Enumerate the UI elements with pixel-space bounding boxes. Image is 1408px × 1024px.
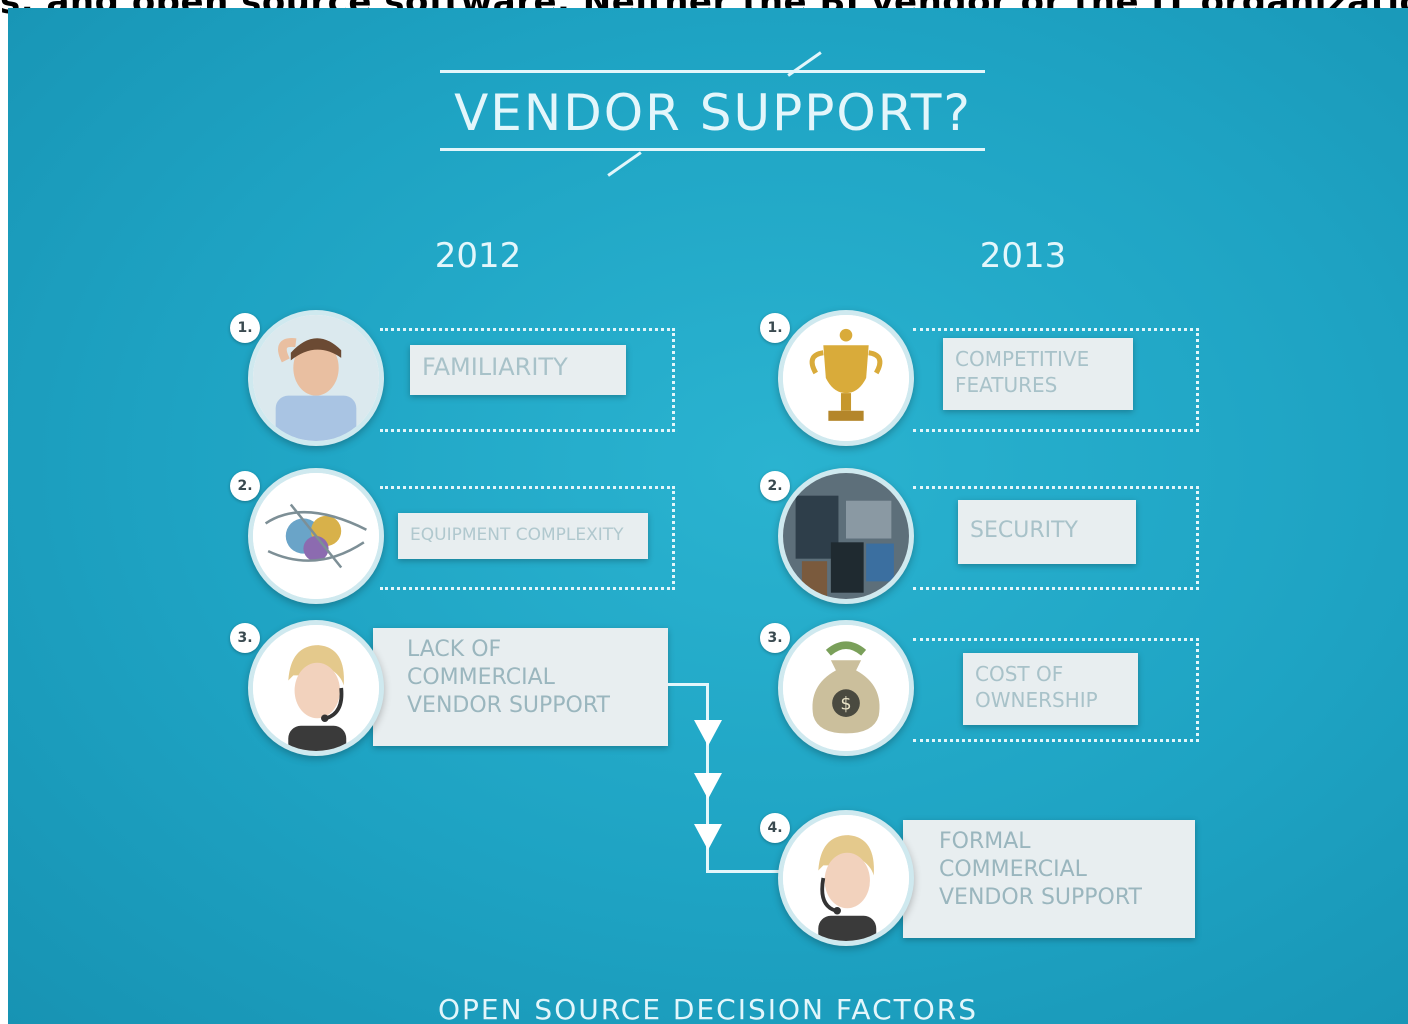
badge-2013-4: 4. xyxy=(760,813,790,843)
trophy-icon xyxy=(778,310,914,446)
label-security: SECURITY xyxy=(958,500,1136,564)
badge-2012-1: 1. xyxy=(230,313,260,343)
down-arrow-icon xyxy=(694,824,722,850)
row-2012-1-frame xyxy=(380,328,675,432)
down-arrow-icon xyxy=(694,720,722,746)
support-agent-icon xyxy=(778,810,914,946)
row-2013-3-frame xyxy=(913,638,1199,742)
row-2013-1-frame xyxy=(913,328,1199,432)
badge-2012-2: 2. xyxy=(230,471,260,501)
badge-2012-3: 3. xyxy=(230,623,260,653)
confused-man-icon xyxy=(248,310,384,446)
year-2012-heading: 2012 xyxy=(434,236,522,276)
footer-caption: OPEN SOURCE DECISION FACTORS xyxy=(437,993,979,1024)
flow-line-horizontal-top xyxy=(668,683,708,686)
page-title: VENDOR SUPPORT? xyxy=(454,84,972,142)
tangled-equipment-icon xyxy=(248,468,384,604)
down-arrow-icon xyxy=(694,773,722,799)
label-cost-of-ownership: COST OF OWNERSHIP xyxy=(963,653,1138,725)
title-slash-bottom xyxy=(607,151,642,177)
label-lack-of-vendor-support: LACK OF COMMERCIAL VENDOR SUPPORT xyxy=(373,628,668,746)
row-2012-2-frame xyxy=(380,486,675,590)
money-bag-icon: $ xyxy=(778,620,914,756)
infographic-panel: VENDOR SUPPORT? 2012 2013 FAMILIARITY 1.… xyxy=(8,8,1408,1024)
flow-line-horizontal-bottom xyxy=(706,870,786,873)
badge-2013-1: 1. xyxy=(760,313,790,343)
badge-2013-2: 2. xyxy=(760,471,790,501)
label-familiarity: FAMILIARITY xyxy=(410,345,626,395)
svg-text:$: $ xyxy=(840,694,851,714)
security-photo-icon xyxy=(778,468,914,604)
label-competitive-features: COMPETITIVE FEATURES xyxy=(943,338,1133,410)
year-2013-heading: 2013 xyxy=(979,236,1067,276)
badge-2013-3: 3. xyxy=(760,623,790,653)
label-equipment-complexity: EQUIPMENT COMPLEXITY xyxy=(398,513,648,559)
title-bottom-rule xyxy=(440,148,985,151)
label-formal-vendor-support: FORMAL COMMERCIAL VENDOR SUPPORT xyxy=(903,820,1195,938)
support-agent-icon xyxy=(248,620,384,756)
title-top-rule xyxy=(440,70,985,73)
row-2013-2-frame xyxy=(913,486,1199,590)
